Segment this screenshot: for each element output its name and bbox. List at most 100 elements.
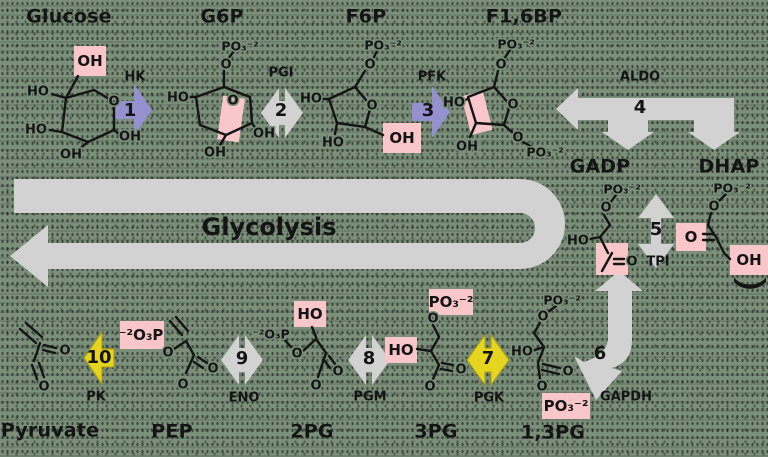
pg3-structure: PO₃⁻² O HO O O — [385, 289, 474, 396]
highlight-box — [385, 337, 417, 363]
g6p-structure: PO₃⁻² O O HO OH OH — [166, 37, 277, 162]
phosphate-label: PO₃⁻² — [544, 397, 589, 415]
step-8-arrow — [348, 335, 390, 385]
step-number-7: 7 — [481, 348, 495, 369]
atom-label: O — [310, 379, 321, 394]
highlight-box — [429, 289, 473, 315]
highlight-box — [542, 393, 590, 419]
enzyme-label-aldo: ALDO — [619, 69, 661, 85]
step-5-arrow — [638, 194, 674, 268]
step-number-6: 6 — [593, 343, 607, 364]
phosphate-label: PO₃⁻² — [497, 37, 534, 52]
atom-label: OH — [60, 148, 82, 163]
atom-label: O — [507, 98, 518, 113]
enzyme-label-gapdh: GAPDH — [600, 389, 652, 405]
metabolite-label-dhap: DHAP — [698, 155, 760, 178]
atom-label: O — [366, 99, 377, 114]
atom-label: O — [536, 380, 547, 395]
metabolite-label-3pg: 3PG — [414, 420, 458, 443]
atom-label: HO — [511, 345, 533, 360]
pep-structure: ⁻²O₃P O O O — [119, 315, 220, 394]
phosphate-label: PO₃⁻² — [713, 181, 750, 196]
atom-label: O — [364, 58, 375, 73]
atom-label: HO — [322, 136, 344, 151]
atom-label: OH — [253, 127, 275, 142]
atom-label: O — [207, 362, 218, 377]
highlight-box — [294, 301, 326, 327]
pyruvate-structure: O O — [18, 321, 72, 396]
step-10-arrow — [83, 330, 115, 386]
atom-label: O — [512, 131, 523, 146]
atom-label: O — [708, 200, 719, 215]
metabolite-label-gadp: GADP — [569, 155, 631, 178]
atom-label: HO — [25, 123, 47, 138]
dhap-base-shape — [734, 277, 766, 289]
atom-label: O — [332, 365, 343, 380]
metabolite-label-2pg: 2PG — [290, 420, 334, 443]
highlight-box — [730, 245, 768, 275]
atom-label: O — [220, 58, 231, 73]
step-number-8: 8 — [362, 348, 376, 369]
phosphate-label: PO₃⁻² — [526, 145, 563, 160]
highlight-box — [676, 223, 706, 251]
f16bp-structure: PO₃⁻² O O HO O PO₃⁻² OH — [442, 35, 566, 161]
phosphate-label: ⁻²O₃P — [252, 327, 289, 342]
metabolite-label-f16bp: F1,6BP — [485, 5, 563, 28]
glycolysis-banner-arrow — [10, 179, 565, 287]
glucose-structure: OH O HO HO OH OH — [24, 46, 142, 164]
atom-label: O — [495, 58, 506, 73]
atom-label: HO — [27, 85, 49, 100]
step-2-arrow — [261, 88, 303, 138]
metabolite-label-glucose: Glucose — [26, 5, 112, 28]
phosphate-label: PO₃⁻² — [364, 38, 401, 53]
bpg13-structure: PO₃⁻² O HO O O PO₃⁻² — [510, 291, 590, 419]
enzyme-label-pfk: PFK — [417, 69, 447, 85]
metabolite-label-13pg: 1,3PG — [520, 421, 586, 444]
atom-label: O — [424, 380, 435, 395]
glycolysis-title: Glycolysis — [201, 213, 337, 241]
step-number-5: 5 — [649, 219, 663, 240]
atom-label: O — [38, 380, 49, 395]
atom-label: OH — [389, 129, 414, 147]
step-9-arrow — [221, 335, 263, 385]
metabolite-label-pyruvate: Pyruvate — [0, 419, 100, 442]
enzyme-label-pgk: PGK — [473, 390, 505, 406]
step-7-arrow — [466, 333, 510, 387]
atom-label: OH — [204, 146, 226, 161]
dhap-structure: PO₃⁻² O O OH — [676, 179, 768, 289]
atom-label: O — [227, 94, 238, 109]
step-number-3: 3 — [421, 100, 435, 121]
atom-label: O — [108, 95, 119, 110]
enzyme-label-pk: PK — [86, 389, 106, 405]
atom-label: HO — [300, 92, 322, 107]
atom-label: HO — [297, 305, 322, 323]
atom-label: O — [537, 310, 548, 325]
step-number-1: 1 — [123, 100, 137, 121]
step-number-4: 4 — [633, 97, 647, 118]
metabolite-label-f6p: F6P — [345, 5, 387, 28]
step-6-arrow — [574, 271, 643, 400]
phosphate-label: PO₃⁻² — [429, 293, 474, 311]
atom-label: O — [562, 365, 573, 380]
atom-label: OH — [119, 130, 141, 145]
atom-label: O — [427, 312, 438, 327]
atom-label: HO — [443, 96, 465, 111]
metabolite-label-g6p: G6P — [200, 5, 244, 28]
pg2-structure: ⁻²O₃P O HO O O — [251, 301, 345, 395]
atom-label: O — [291, 347, 302, 362]
highlight-box — [461, 90, 493, 136]
step-number-10: 10 — [86, 347, 112, 368]
highlight-box — [383, 123, 421, 153]
step-4-arrow — [556, 88, 740, 150]
step-number-9: 9 — [235, 348, 249, 369]
atom-label: O — [626, 255, 637, 270]
atom-label: OH — [456, 140, 478, 155]
enzyme-label-tpi: TPI — [646, 254, 670, 270]
atom-label: O — [177, 378, 188, 393]
atom-label: O — [59, 344, 70, 359]
enzyme-label-hk: HK — [124, 69, 146, 85]
atom-label: HO — [167, 91, 189, 106]
phosphate-label: PO₃⁻² — [603, 182, 640, 197]
phosphate-label: PO₃⁻² — [543, 293, 580, 308]
